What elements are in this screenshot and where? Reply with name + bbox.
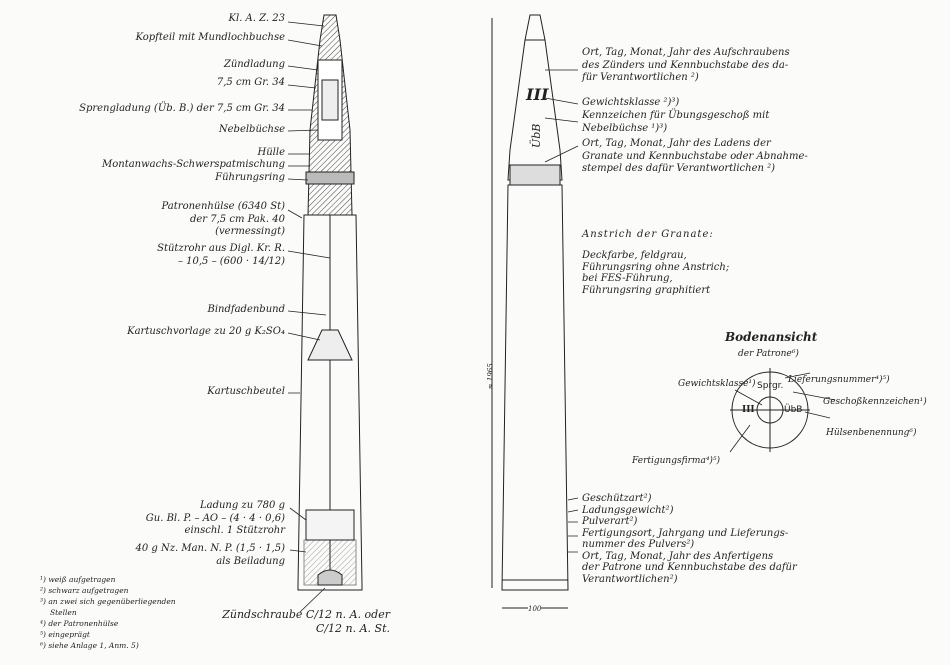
case-markings: Geschützart²)Ladungsgewicht²)Pulverart²)… bbox=[582, 493, 797, 585]
line: Nebelbüchse ¹)³) bbox=[582, 122, 668, 134]
line: stempel des dafür Verantwortlichen ²) bbox=[582, 163, 776, 174]
paint-title: Anstrich der Granate: bbox=[582, 229, 714, 240]
line: Granate und Kennbuchstabe oder Abnahme- bbox=[582, 150, 808, 162]
label-charge-bag: Kartuschbeutel bbox=[207, 386, 285, 397]
line: bei FES-Führung, bbox=[582, 273, 673, 284]
line: Zündschraube C/12 n. A. oder bbox=[222, 608, 390, 621]
line: Stützrohr aus Digl. Kr. R. bbox=[157, 243, 285, 254]
label-shell: 7,5 cm Gr. 34 bbox=[216, 77, 285, 88]
label-burster: Sprengladung (Üb. B.) der 7,5 cm Gr. 34 bbox=[79, 103, 285, 114]
footnote: ⁴) der Patronenhülse bbox=[40, 619, 119, 628]
line: Ladungsgewicht²) bbox=[582, 504, 674, 516]
label-projectile-mark: Geschoßkennzeichen¹) bbox=[823, 397, 927, 407]
line: Führungsring graphitiert bbox=[582, 284, 711, 296]
label-weight-class: Gewichtsklasse ²)³) bbox=[582, 97, 680, 108]
line: nummer des Pulvers²) bbox=[582, 539, 695, 550]
label-driving-band: Führungsring bbox=[215, 172, 285, 183]
label-fuze: Kl. A. Z. 23 bbox=[228, 13, 285, 24]
line: Ort, Tag, Monat, Jahr des Aufschraubens bbox=[582, 47, 790, 58]
label-head: Kopfteil mit Mundlochbuchse bbox=[135, 32, 285, 43]
label-flash-reducer: Kartuschvorlage zu 20 g K₂SO₄ bbox=[127, 326, 285, 337]
line: 40 g Nz. Man. N. P. (1,5 · 1,5) bbox=[135, 543, 285, 554]
label-igniter: Zündladung bbox=[223, 59, 285, 70]
label-additional-charge: 40 g Nz. Man. N. P. (1,5 · 1,5)als Beila… bbox=[135, 543, 285, 568]
label-casing: Hülle bbox=[257, 147, 285, 158]
line: Fertigungsort, Jahrgang und Lieferungs- bbox=[582, 527, 789, 539]
footnote: ⁶) siehe Anlage 1, Anm. 5) bbox=[40, 641, 139, 650]
line: – 10,5 – (600 · 14/12) bbox=[177, 255, 285, 267]
line: einschl. 1 Stützrohr bbox=[184, 525, 285, 536]
line: für Verantwortlichen ²) bbox=[582, 72, 699, 83]
line: Deckfarbe, feldgrau, bbox=[582, 250, 687, 261]
line: (vermessingt) bbox=[215, 226, 285, 237]
line: des Zünders und Kennbuchstabe des da- bbox=[582, 59, 789, 71]
base-view-subtitle: der Patrone⁶) bbox=[738, 349, 799, 359]
label-manufacturer: Fertigungsfirma⁴)⁵) bbox=[632, 456, 721, 466]
label-smoke-box: Nebelbüchse bbox=[218, 124, 285, 135]
label-support-tube: Stützrohr aus Digl. Kr. R.– 10,5 – (600 … bbox=[157, 243, 285, 268]
footnote: ¹) weiß aufgetragen bbox=[40, 575, 116, 584]
base-ueb-mark: ÜbB bbox=[784, 405, 803, 415]
line: Geschützart²) bbox=[582, 493, 652, 504]
footnote: ⁵) eingeprägt bbox=[40, 630, 90, 639]
label-base-weight-class: Gewichtsklasse¹) bbox=[678, 379, 756, 389]
footnote: ²) schwarz aufgetragen bbox=[40, 586, 129, 595]
line: Pulverart²) bbox=[582, 516, 638, 527]
label-lot-number: Lieferungsnummer⁴)⁵) bbox=[788, 375, 890, 385]
line: Ladung zu 780 g bbox=[199, 500, 285, 511]
line: als Beiladung bbox=[216, 555, 285, 567]
line: der Patrone und Kennbuchstabe des dafür bbox=[582, 562, 797, 573]
base-view-title: Bodenansicht bbox=[725, 330, 818, 344]
footnotes: ¹) weiß aufgetragen ²) schwarz aufgetrag… bbox=[40, 574, 176, 651]
footnote: Stellen bbox=[50, 608, 77, 617]
shell-class-mark: III bbox=[525, 85, 549, 104]
left-cartridge-section bbox=[297, 14, 363, 591]
base-view-circle bbox=[730, 368, 810, 452]
line: Kennzeichen für Übungsgeschoß mit bbox=[582, 110, 770, 121]
base-dimension: 100 bbox=[528, 603, 542, 616]
line: Ort, Tag, Monat, Jahr des Anfertigens bbox=[582, 550, 774, 562]
line: Patronenhülse (6340 St) bbox=[161, 201, 285, 212]
line: Ort, Tag, Monat, Jahr des Ladens der bbox=[582, 138, 771, 149]
label-twine: Bindfadenbund bbox=[207, 304, 286, 315]
base-sprgr-mark: Sprgr. bbox=[757, 381, 784, 391]
right-cartridge-view: III ÜbB bbox=[491, 14, 569, 609]
line: C/12 n. A. St. bbox=[315, 622, 390, 635]
length-dimension: ≈ 1965 bbox=[486, 363, 495, 390]
label-case-designation: Hülsenbenennung⁶) bbox=[826, 428, 917, 438]
line: Verantwortlichen²) bbox=[582, 573, 678, 585]
footnote: ³) an zwei sich gegenüberliegenden bbox=[40, 597, 176, 606]
line: Führungsring ohne Anstrich; bbox=[582, 261, 730, 273]
paint-description: Deckfarbe, feldgrau,Führungsring ohne An… bbox=[582, 250, 729, 296]
line: der 7,5 cm Pak. 40 bbox=[189, 213, 285, 225]
label-cartridge-case: Patronenhülse (6340 St)der 7,5 cm Pak. 4… bbox=[162, 201, 285, 239]
line: Gu. Bl. P. – AO – (4 · 4 · 0,6) bbox=[145, 512, 285, 524]
label-wax-mix: Montanwachs-Schwerspatmischung bbox=[102, 159, 285, 170]
base-class-mark: III bbox=[742, 405, 755, 415]
svg-text:ÜbB: ÜbB bbox=[529, 124, 543, 148]
